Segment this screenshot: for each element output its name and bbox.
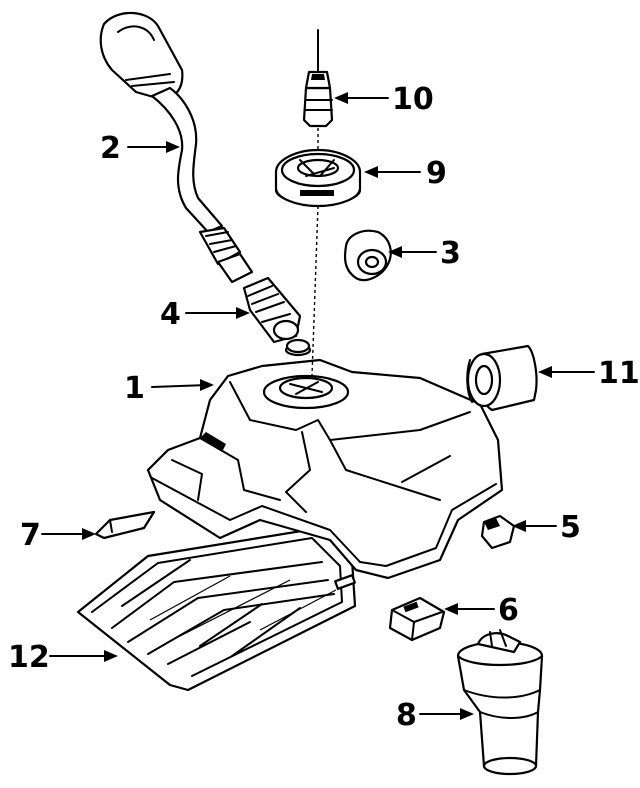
callout-6: 6	[498, 593, 519, 628]
part-8-pump-housing	[456, 629, 544, 776]
part-3-grommet	[343, 229, 392, 282]
callout-arrows	[41, 92, 595, 720]
callout-numbers: 1 2 3 4 5 6 7 8 9 10 11 12	[8, 82, 640, 733]
callout-12: 12	[8, 640, 50, 675]
part-9-lock-ring	[274, 148, 362, 208]
callout-9: 9	[426, 156, 447, 191]
alignment-line	[311, 205, 319, 377]
callout-2: 2	[100, 131, 121, 166]
callout-3: 3	[440, 236, 461, 271]
callout-5: 5	[560, 510, 581, 545]
part-4-connector-hose	[242, 276, 311, 354]
callout-8: 8	[396, 698, 417, 733]
part-6-bracket	[388, 596, 446, 642]
part-11-bushing	[466, 344, 538, 412]
callout-10: 10	[392, 82, 434, 117]
part-2-filler-pipe	[99, 11, 254, 284]
part-7-pad	[94, 510, 156, 540]
callout-7: 7	[20, 518, 41, 553]
callout-1: 1	[124, 371, 145, 406]
callout-4: 4	[160, 297, 181, 332]
callout-11: 11	[598, 356, 640, 391]
part-5-clip	[480, 514, 516, 550]
part-10-sender-unit	[302, 29, 334, 128]
part-12-skid-plate	[76, 526, 357, 692]
